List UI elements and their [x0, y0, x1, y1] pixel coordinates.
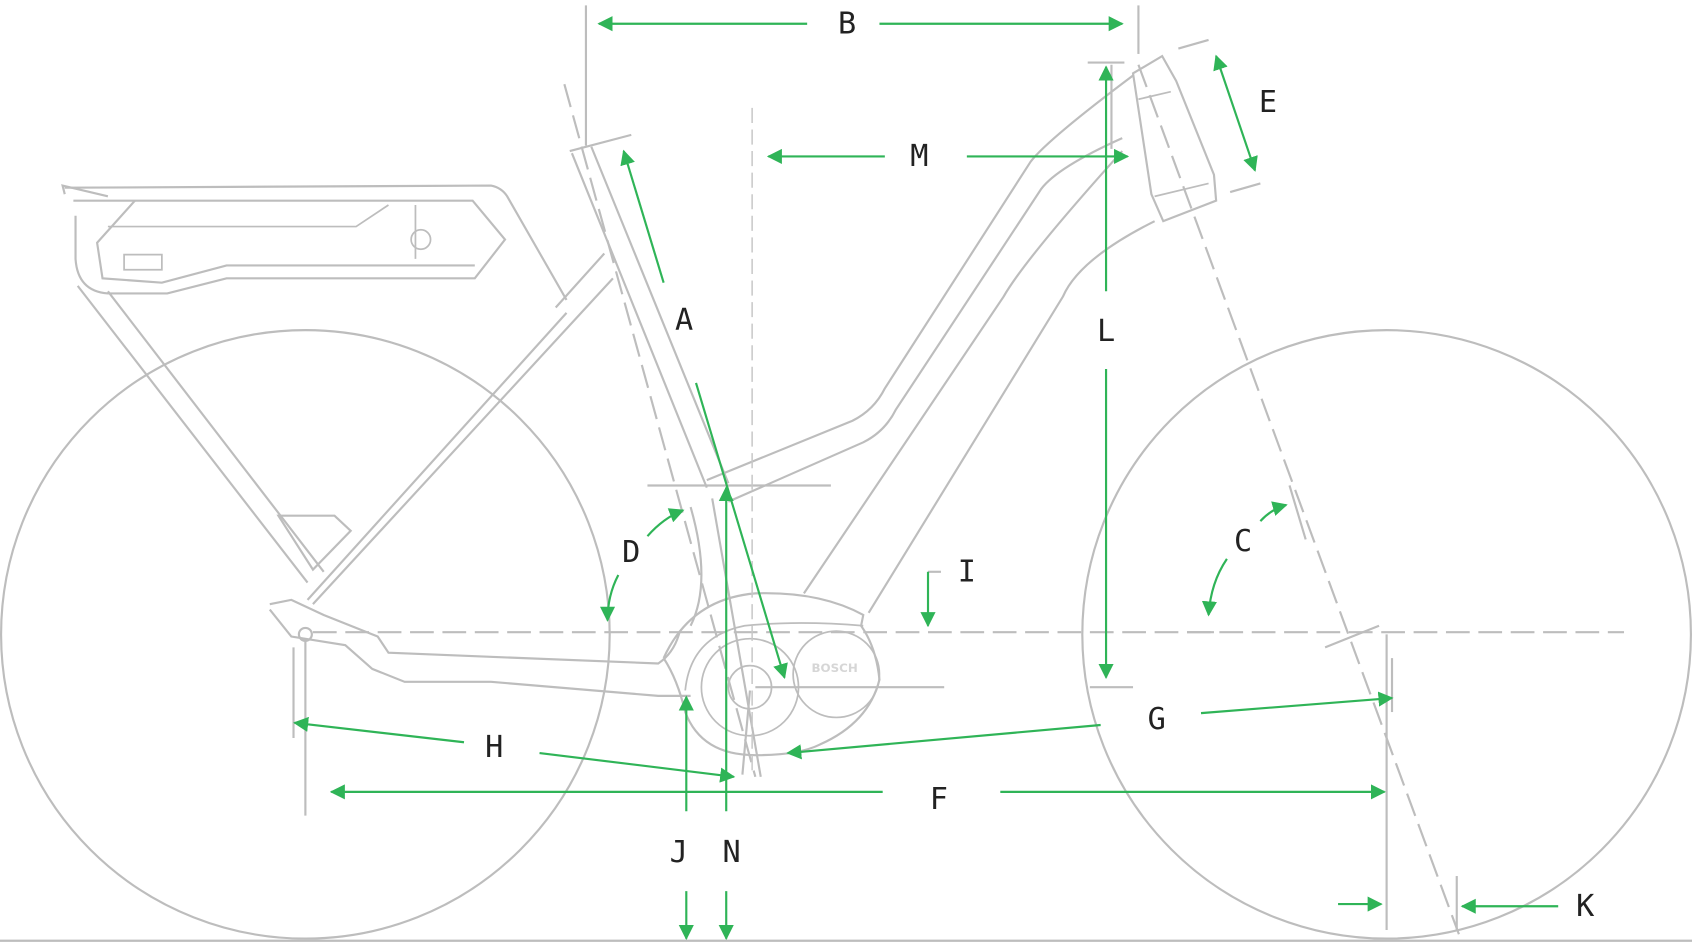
motor-brand-logo: BOSCH: [811, 661, 857, 675]
label-g: G: [1148, 702, 1166, 737]
rear-rack: [61, 184, 568, 584]
stays: [268, 252, 691, 697]
label-h: H: [485, 730, 503, 765]
dimension-arrows: [293, 16, 1559, 941]
label-l: L: [1097, 314, 1115, 349]
main-frame: [647, 74, 1156, 614]
label-b: B: [838, 6, 856, 41]
label-m: M: [910, 139, 928, 174]
label-f: F: [930, 782, 948, 817]
rear-wheel: [0, 329, 611, 940]
head-tube: [1131, 38, 1460, 935]
label-k: K: [1576, 889, 1595, 924]
motor: BOSCH: [662, 592, 945, 775]
front-wheel: [1081, 329, 1692, 940]
label-n: N: [723, 835, 741, 870]
label-i: I: [958, 554, 976, 589]
label-j: J: [670, 835, 688, 870]
label-e: E: [1259, 85, 1277, 120]
label-c: C: [1234, 524, 1252, 559]
label-a: A: [675, 303, 693, 338]
label-d: D: [622, 535, 640, 570]
seat-tube: [563, 83, 762, 778]
